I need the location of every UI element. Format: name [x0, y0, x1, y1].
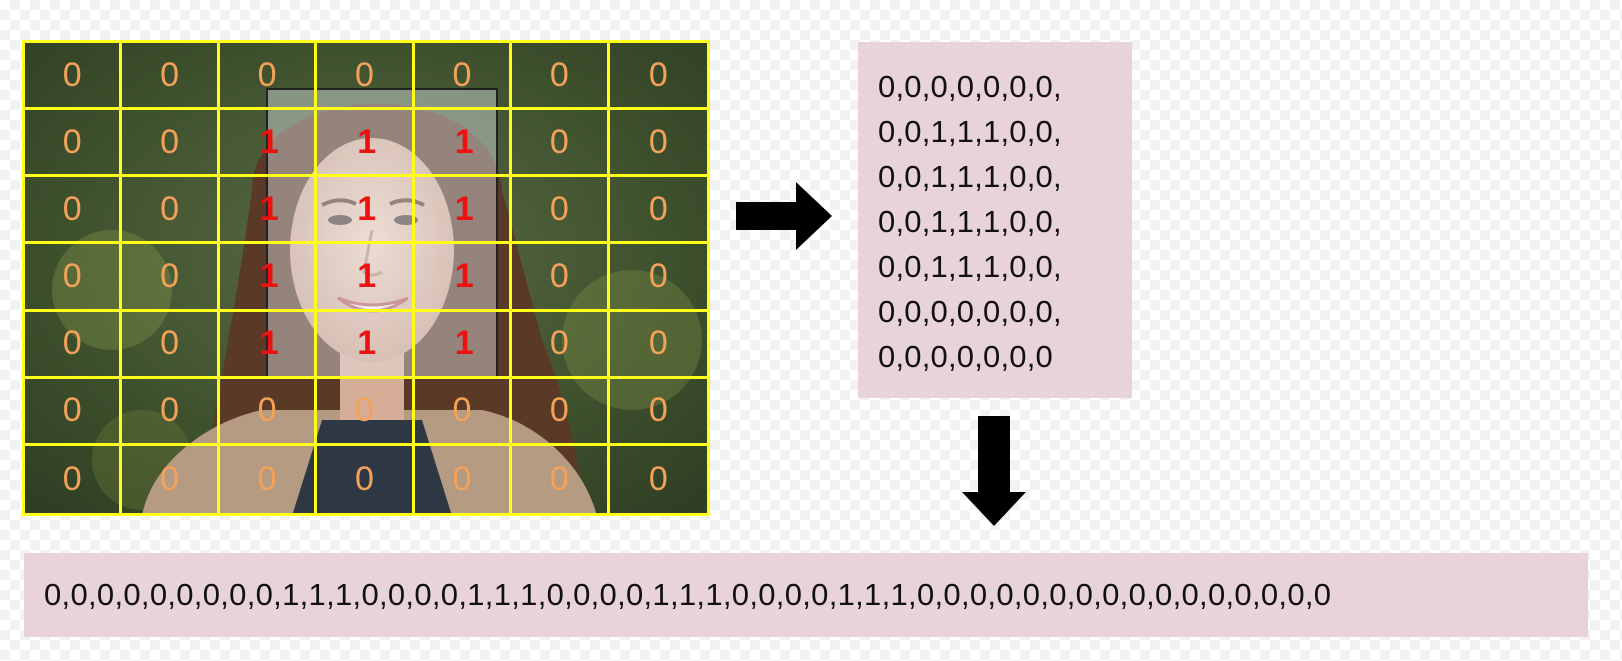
grid-cell: 1: [219, 244, 318, 312]
grid-cell: 0: [25, 110, 123, 178]
grid-cell: 0: [609, 312, 707, 379]
grid-cell: 0: [414, 43, 513, 111]
grid-cell: 0: [220, 445, 318, 513]
grid-cell: 0: [25, 244, 123, 312]
grid-cell: 0: [414, 378, 513, 446]
vector-box: 0,0,0,0,0,0,0,0,0,1,1,1,0,0,0,0,1,1,1,0,…: [24, 553, 1588, 637]
grid-cell: 0: [219, 378, 318, 446]
grid-cell: 0: [609, 244, 707, 312]
flattened-vector: 0,0,0,0,0,0,0,0,0,1,1,1,0,0,0,0,1,1,1,0,…: [44, 577, 1332, 612]
grid-cell: 0: [25, 43, 123, 111]
grid-cell: 0: [122, 43, 220, 111]
grid-cell: 1: [219, 177, 318, 245]
grid-cell: 0: [648, 459, 668, 498]
matrix-row: 0,0,0,0,0,0,0,: [878, 294, 1062, 329]
grid-cell: 0: [317, 43, 415, 111]
grid-cell: 0: [512, 311, 610, 379]
grid-cell: 0: [25, 177, 123, 245]
grid-cell: 0: [415, 445, 513, 513]
grid-cell: 0: [122, 445, 220, 513]
matrix-row: 0,0,1,1,1,0,0,: [878, 249, 1062, 284]
grid-cell: 1: [317, 177, 415, 245]
grid-cell: 0: [122, 244, 220, 312]
arrow-right-icon: [736, 182, 832, 250]
grid-cell: 1: [219, 311, 318, 379]
matrix-box: 0,0,0,0,0,0,0, 0,0,1,1,1,0,0, 0,0,1,1,1,…: [858, 42, 1132, 398]
grid-cell: 1: [317, 244, 415, 312]
grid-cell: 1: [317, 110, 415, 178]
grid-cell: 0: [609, 110, 707, 178]
grid-cell: 0: [609, 379, 707, 446]
matrix-row: 0,0,1,1,1,0,0,: [878, 159, 1062, 194]
grid-cell: 0: [512, 445, 610, 513]
grid-cell: 0: [122, 311, 220, 379]
grid-cell: 0: [317, 378, 415, 446]
grid-cell: 1: [414, 311, 513, 379]
grid-cell: 0: [122, 177, 220, 245]
grid-cell: 0: [512, 110, 610, 178]
grid-cell: 0: [25, 311, 123, 379]
grid-cell: 1: [414, 110, 513, 178]
matrix-row: 0,0,1,1,1,0,0,: [878, 114, 1062, 149]
grid-cell: 0: [512, 244, 610, 312]
arrow-down-icon: [962, 416, 1026, 526]
grid-cell: 0: [122, 378, 220, 446]
grid-cell: 0: [609, 43, 707, 111]
grid-cell: 0: [512, 43, 610, 111]
grid-cell: 0: [122, 110, 220, 178]
grid-cell: 1: [317, 311, 415, 379]
grid-cell: 0: [317, 445, 415, 513]
grid-cell: 0: [512, 378, 610, 446]
matrix-row: 0,0,1,1,1,0,0,: [878, 204, 1062, 239]
matrix-row: 0,0,0,0,0,0,0: [878, 339, 1053, 374]
grid-cell: 0: [25, 378, 123, 446]
grid-cell: 0: [609, 177, 707, 245]
matrix-row: 0,0,0,0,0,0,0,: [878, 69, 1062, 104]
grid-cell: 1: [414, 177, 513, 245]
grid-cell: 0: [512, 177, 610, 245]
grid-cell: 1: [414, 244, 513, 312]
grid-cell: 0: [25, 445, 123, 513]
grid-cell: 1: [219, 110, 318, 178]
grid-cell: 0: [219, 43, 318, 111]
